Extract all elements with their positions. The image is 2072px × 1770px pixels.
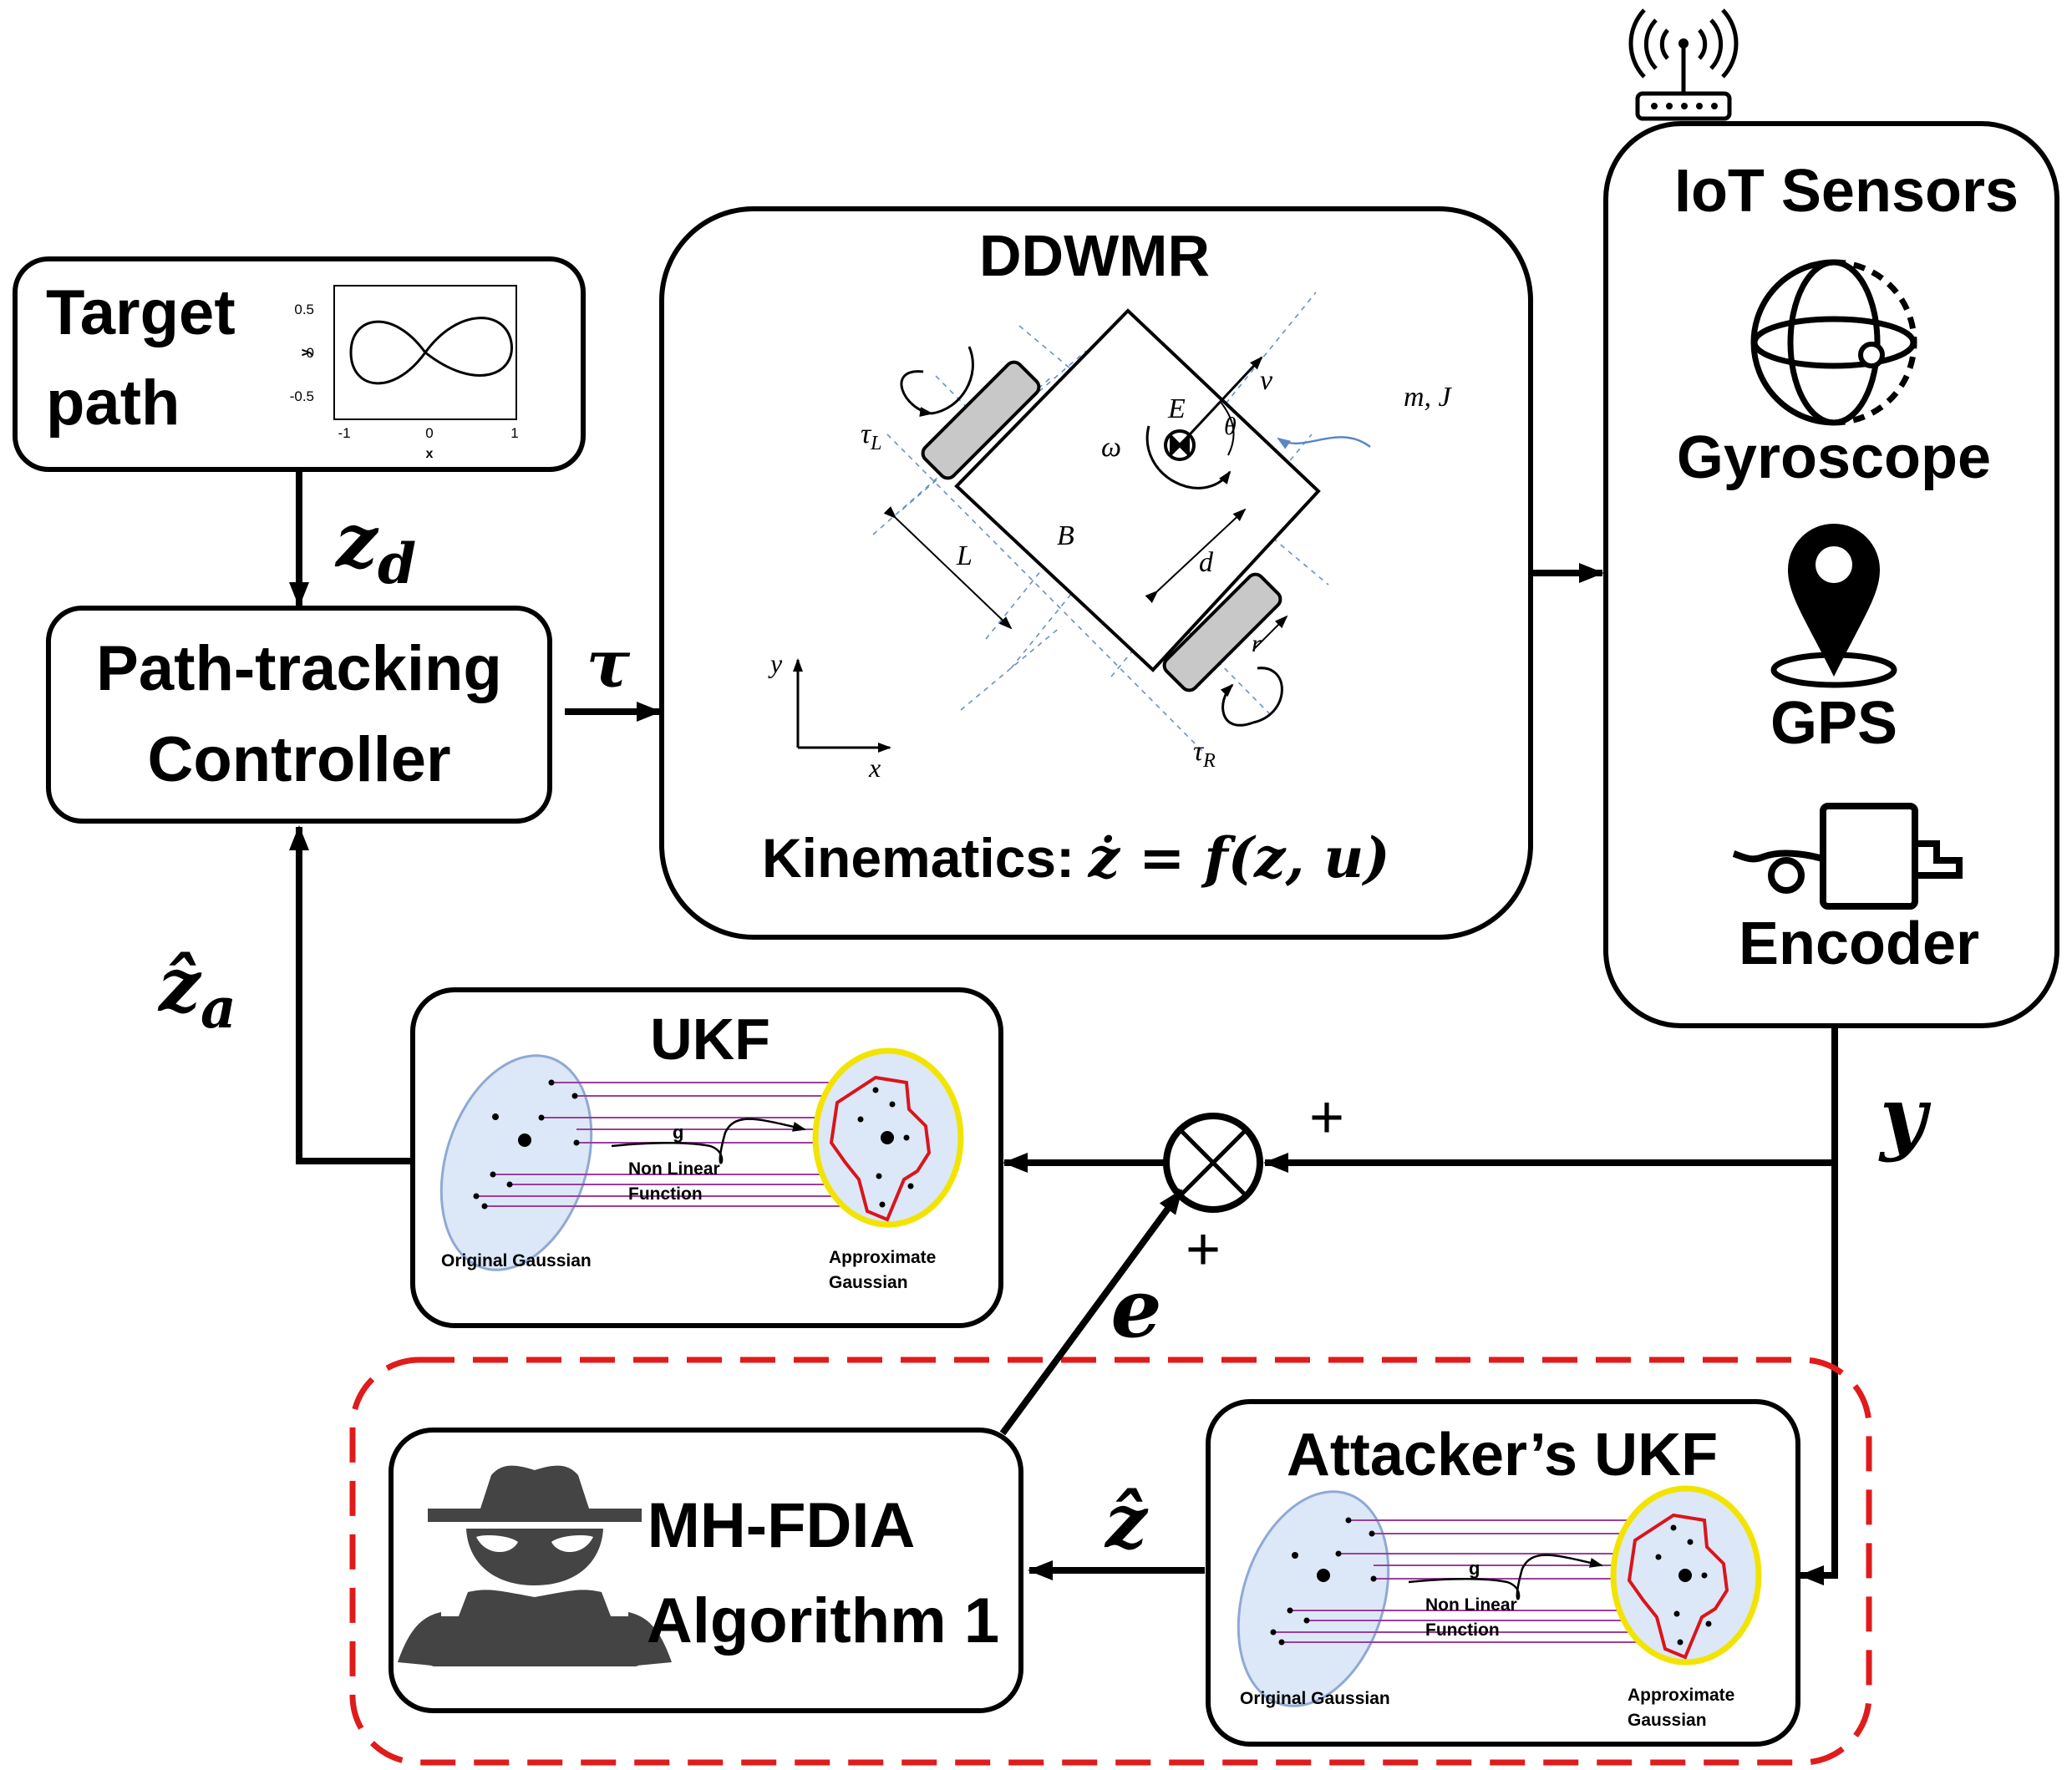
wifi-router-icon	[1628, 8, 1739, 121]
E-label: E	[1167, 393, 1186, 424]
e-label: e	[1110, 1261, 1161, 1356]
ukf-title: UKF	[650, 1007, 770, 1072]
left-wheel	[921, 360, 1041, 480]
plot-xtick-0: 0	[425, 425, 433, 441]
mh-fdia-line2: Algorithm 1	[647, 1585, 999, 1656]
d-label: d	[1199, 547, 1214, 578]
mJ-label: m, J	[1404, 382, 1453, 413]
encoder-icon	[1732, 803, 1963, 910]
ukf-nonlinear-label: Non Linear	[628, 1159, 720, 1179]
ukf-original-gaussian-label: Original Gaussian	[441, 1251, 592, 1270]
hacker-icon	[398, 1465, 672, 1666]
y-label: y	[1878, 1069, 1932, 1164]
ukf-illustration: g Non Linear Function Original Gaussian …	[439, 1047, 964, 1292]
gyroscope-icon	[1750, 259, 1917, 426]
plot-ytick-0.5: 0.5	[294, 302, 314, 317]
omega-label: ω	[1101, 432, 1121, 463]
plot-y-axis-label: y	[298, 348, 312, 356]
attacker-ukf-function-label: Function	[1425, 1620, 1500, 1640]
y-to-attacker-line	[1799, 1163, 1838, 1585]
attacker-ukf-approx-label-1: Approximate	[1628, 1686, 1734, 1705]
iot-sensors-block: IoT Sensors Gyroscope GPS Encoder	[1603, 8, 2059, 1028]
ukf-function-label: Function	[628, 1184, 703, 1204]
attacker-ukf-approx-label-2: Gaussian	[1628, 1711, 1707, 1730]
e-injection-arrow	[999, 1188, 1185, 1436]
target-path-title-line2: path	[46, 368, 180, 439]
lemniscate-curve	[349, 317, 513, 385]
gps-label: GPS	[1770, 690, 1897, 757]
tau-l-label: τL	[861, 418, 882, 454]
r-label: r	[1252, 630, 1262, 657]
attacker-ukf-title: Attacker’s UKF	[1287, 1422, 1718, 1489]
plus-top-label: +	[1309, 1084, 1344, 1151]
target-path-block: Target path 0.5 0 -0.5 -1 0 1 x y	[13, 256, 586, 472]
gyroscope-label: Gyroscope	[1677, 424, 1991, 491]
controller-line1: Path-tracking	[96, 633, 502, 704]
kinematics-equation: Kinematics: ż = f(z, u)	[762, 825, 1390, 890]
y-signal-line	[1263, 1027, 1838, 1173]
attacker-ukf-illustration: g Non Linear Function Original Gaussian …	[1237, 1485, 1762, 1730]
z-hat-label: ẑ	[1104, 1478, 1149, 1565]
gps-pin-icon	[1770, 524, 1897, 688]
attacker-ukf-original-gaussian-label: Original Gaussian	[1240, 1689, 1390, 1708]
frame-y-label: y	[768, 648, 783, 678]
ddwmr-title: DDWMR	[979, 223, 1210, 288]
L-label: L	[956, 540, 973, 571]
approx-shape	[829, 1075, 932, 1222]
path-tracking-controller-block: Path-tracking Controller	[46, 606, 552, 824]
B-label: B	[1057, 520, 1074, 551]
attacker-ukf-g-label: g	[1469, 1558, 1480, 1579]
ukf-block: UKF	[410, 987, 1003, 1328]
theta-label: θ	[1224, 413, 1237, 440]
iot-title: IoT Sensors	[1674, 158, 2019, 225]
zd-label: zd	[334, 497, 416, 596]
mh-fdia-block: MH-FDIA Algorithm 1	[388, 1428, 1023, 1713]
ukf-approx-label-1: Approximate	[829, 1248, 936, 1267]
encoder-label: Encoder	[1739, 910, 1979, 977]
attack-region	[349, 1357, 1872, 1766]
frame-x-label: x	[868, 753, 881, 783]
robot-schematic: τL τR E v θ ω m, J B L d r x y	[768, 292, 1453, 783]
plot-x-axis-label: x	[426, 447, 434, 461]
right-wheel	[1162, 572, 1282, 692]
plot-ytick-neg0.5: -0.5	[290, 388, 314, 404]
target-path-plot: 0.5 0 -0.5 -1 0 1 x y	[290, 285, 519, 461]
tau-r-label: τR	[1193, 736, 1216, 772]
ukf-approx-label-2: Gaussian	[829, 1273, 908, 1292]
target-path-title-line1: Target	[46, 277, 236, 348]
v-label: v	[1260, 365, 1273, 396]
ukf-g-label: g	[673, 1122, 683, 1143]
mh-fdia-line1: MH-FDIA	[648, 1490, 916, 1561]
ddwmr-block: DDWMR	[659, 206, 1533, 940]
plus-bottom-label: +	[1186, 1216, 1221, 1283]
attacker-ukf-block: Attacker’s UKF	[1206, 1399, 1800, 1747]
za-hat-label: ẑa	[157, 941, 236, 1041]
tau-label: τ	[587, 626, 631, 702]
plot-xtick-neg1: -1	[338, 425, 350, 441]
plot-ytick-0: 0	[307, 345, 314, 361]
za-feedback-line	[289, 825, 411, 1164]
plot-xtick-1: 1	[510, 425, 518, 441]
attacker-ukf-nonlinear-label: Non Linear	[1425, 1595, 1517, 1615]
controller-line2: Controller	[147, 724, 450, 795]
